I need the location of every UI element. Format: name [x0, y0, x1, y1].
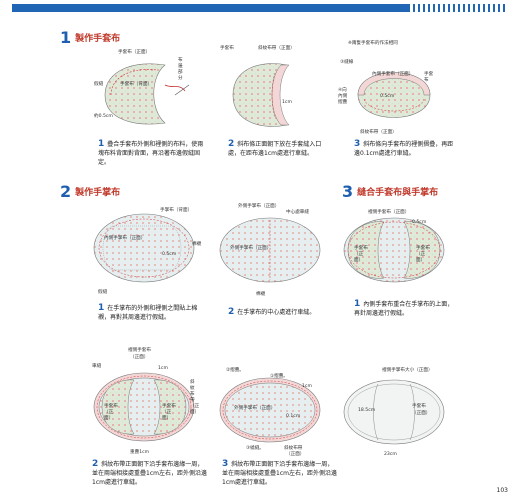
step-3-1-number: 1	[354, 299, 361, 309]
fig-3-3-label-band2: （正面）	[286, 452, 305, 457]
step-2-1-number: 1	[98, 303, 105, 313]
section-3-number: 3	[342, 182, 354, 201]
step-3-1-text: 內側手套布重合在手掌布的上面，再針周邊進行假縫。	[354, 301, 454, 317]
step-3-2-number: 2	[92, 459, 99, 469]
fig-3-1-label-top: 裡側手套布（正面）	[368, 210, 410, 215]
fig-1-1-label-outer: 手套布（正面）	[118, 50, 151, 55]
fig-2-1-label-top: 手掌布（背面）	[160, 208, 193, 213]
step-2-2: 2 在手掌布的中心處進行車縫。	[228, 308, 328, 317]
step-2-2-number: 2	[228, 307, 235, 317]
step-2-1-text: 在手掌布的外側和裡側之間貼上棉襯，再對其周邊進行假縫。	[98, 305, 198, 321]
fig-1-3-label-left1: ③縫線	[340, 60, 354, 65]
fig-3-3-label-01: 0.1cm	[286, 414, 301, 419]
fig-3-2-label-top: 裡側手套布	[128, 348, 151, 353]
figure-3-1	[343, 217, 445, 283]
section-2-header: 2 製作手掌布	[60, 182, 120, 201]
figure-3-4	[343, 379, 445, 445]
step-3-1: 1 內側手套布重合在手掌布的上面，再針周邊進行假縫。	[354, 300, 454, 318]
fig-3-3-label-a: ②摺疊。	[226, 368, 244, 373]
figure-2-1	[93, 213, 195, 283]
step-3-3: 3 斜紋布帶正面朝下沿手套布邊緣一周，並在兩端相接處重疊1cm左右，距外側沿邊1…	[222, 460, 338, 487]
fig-3-2-label-bottom: 重疊1cm	[130, 450, 150, 455]
step-1-1-number: 1	[98, 139, 105, 149]
fig-3-3-label-1cm: 1cm	[302, 384, 312, 389]
fig-1-2-label-band: 斜紋布帶（正面）	[258, 46, 295, 51]
step-1-1: 1 疊合手套布外側和裡側的布料，使兩塊布料背面對背面，再沿著布邊假縫固定。	[98, 140, 206, 167]
top-bar-fill	[12, 4, 508, 12]
fig-1-3-label-outer: 內側手套布（正面）	[372, 72, 414, 77]
step-1-3-number: 3	[354, 139, 361, 149]
fig-3-2-label-1cm: 1cm	[158, 366, 168, 371]
fig-2-1-label-bottom: 假縫	[98, 290, 108, 295]
step-1-3-text: 斜布條向手套布的裡側摺疊，再距邊0.1cm處進行車縫。	[354, 141, 454, 157]
top-bar-stripes	[408, 4, 508, 12]
section-1-number: 1	[60, 28, 72, 47]
section-2-title: 製作手掌布	[75, 188, 121, 198]
step-1-3: 3 斜布條向手套布的裡側摺疊，再距邊0.1cm處進行車縫。	[354, 140, 454, 158]
step-3-3-text: 斜紋布帶正面朝下沿手套布邊緣一周，並在兩端相接處重疊1cm左右，距外側沿邊1cm…	[222, 461, 337, 486]
fig-3-3-label-c: ③繞縫。	[246, 446, 264, 451]
section-1-note: ※兩隻手套布的作法相同	[348, 41, 398, 46]
fig-2-2-label-top2: 中心處車縫	[286, 210, 309, 215]
fig-3-1-label-left: 手套布（正面）	[354, 246, 368, 263]
step-3-2: 2 斜紋布帶正面朝下沿手套布邊緣一周，並在兩端相接處重疊1cm左右，距外側沿邊1…	[92, 460, 208, 487]
fig-3-2-label-top2: （正面）	[130, 355, 149, 360]
fig-3-3-label-b: ①摺疊。	[270, 374, 288, 379]
step-3-3-number: 3	[222, 459, 229, 469]
section-1-title: 製作手套布	[75, 34, 121, 44]
fig-1-3-label-right: 手套布	[424, 72, 434, 83]
fig-3-4-label-left: 18.5cm	[358, 408, 376, 413]
section-2-number: 2	[60, 182, 72, 201]
step-1-2: 2 斜布條正面朝下放在手套縫入口處，在距布邊1cm處進行車縫。	[228, 140, 328, 158]
step-2-2-text: 在手掌布的中心處進行車縫。	[237, 309, 316, 316]
fig-2-1-label-right: 棉襯	[192, 242, 202, 247]
figure-3-2	[93, 372, 195, 442]
fig-1-2-label-1cm: 1cm	[282, 100, 292, 105]
section-1-header: 1 製作手套布	[60, 28, 120, 47]
figure-1-3	[357, 72, 431, 118]
figure-1-1	[104, 63, 190, 125]
step-1-2-number: 2	[228, 139, 235, 149]
page-number: 103	[496, 487, 508, 494]
fig-2-2-label-bottom: 棉襯	[256, 292, 266, 297]
fig-3-3-label-band: 斜紋布帶	[284, 446, 303, 451]
fig-1-2-label-outer: 手套布	[220, 46, 234, 51]
fig-3-1-label-05: 0.5cm	[412, 220, 427, 225]
fig-3-3-label-inner: 外側手掌布（正面）	[234, 406, 276, 411]
step-3-2-text: 斜紋布帶正面朝下沿手套布邊緣一周，並在兩端相接處重疊1cm左右，距外側沿邊1cm…	[92, 461, 207, 486]
fig-3-4-label-right2: （正面）	[412, 411, 431, 416]
fig-1-1-label-right: 布邊部分	[178, 58, 183, 81]
figure-2-2	[219, 217, 321, 283]
section-3-header: 3 縫合手套布與手掌布	[342, 182, 438, 201]
fig-3-2-label-right2: 手套布（正面）	[162, 404, 176, 421]
figure-1-2	[232, 63, 290, 127]
top-bar	[12, 4, 508, 14]
fig-1-1-label-seam: 約0.5cm	[94, 114, 113, 119]
fig-2-2-label-inner: 外側手掌布（正面）	[230, 246, 272, 251]
fig-1-3-label-05: 0.5cm	[380, 94, 395, 99]
fig-2-1-label-05: 0.5cm	[162, 252, 177, 257]
fig-3-4-label-bottom: 23cm	[384, 452, 397, 457]
fig-1-3-label-band: 斜紋布帶（正面）	[360, 130, 397, 135]
fig-3-2-label-right: 斜紋布帶（正面）	[190, 380, 200, 415]
fig-3-1-label-right: 手套布（正面）	[416, 246, 430, 263]
fig-2-1-label-inner: 內側手掌布（正面）	[104, 236, 146, 241]
step-1-2-text: 斜布條正面朝下放在手套縫入口處，在距布邊1cm處進行車縫。	[228, 141, 322, 157]
fig-2-2-label-top1: 外側手掌布（正面）	[238, 204, 280, 209]
fig-3-4-label-right: 手套布	[412, 404, 426, 409]
fig-3-4-label-top: 裡側手掌布大小（正面）	[382, 368, 433, 373]
step-2-1: 1 在手掌布的外側和裡側之間貼上棉襯，再對其周邊進行假縫。	[98, 304, 206, 322]
fig-1-1-label-left: 假縫	[94, 82, 104, 87]
fig-1-3-label-left2: ④向內側摺疊	[338, 88, 348, 105]
step-1-1-text: 疊合手套布外側和裡側的布料，使兩塊布料背面對背面，再沿著布邊假縫固定。	[98, 141, 204, 166]
figure-3-3	[219, 377, 321, 443]
section-3-title: 縫合手套布與手掌布	[357, 188, 439, 198]
fig-1-1-label-inner: 手套布（背面）	[120, 82, 153, 87]
fig-3-2-label-left: 手套布（正面）	[104, 404, 118, 421]
fig-3-2-label-a: 車縫	[92, 364, 102, 369]
